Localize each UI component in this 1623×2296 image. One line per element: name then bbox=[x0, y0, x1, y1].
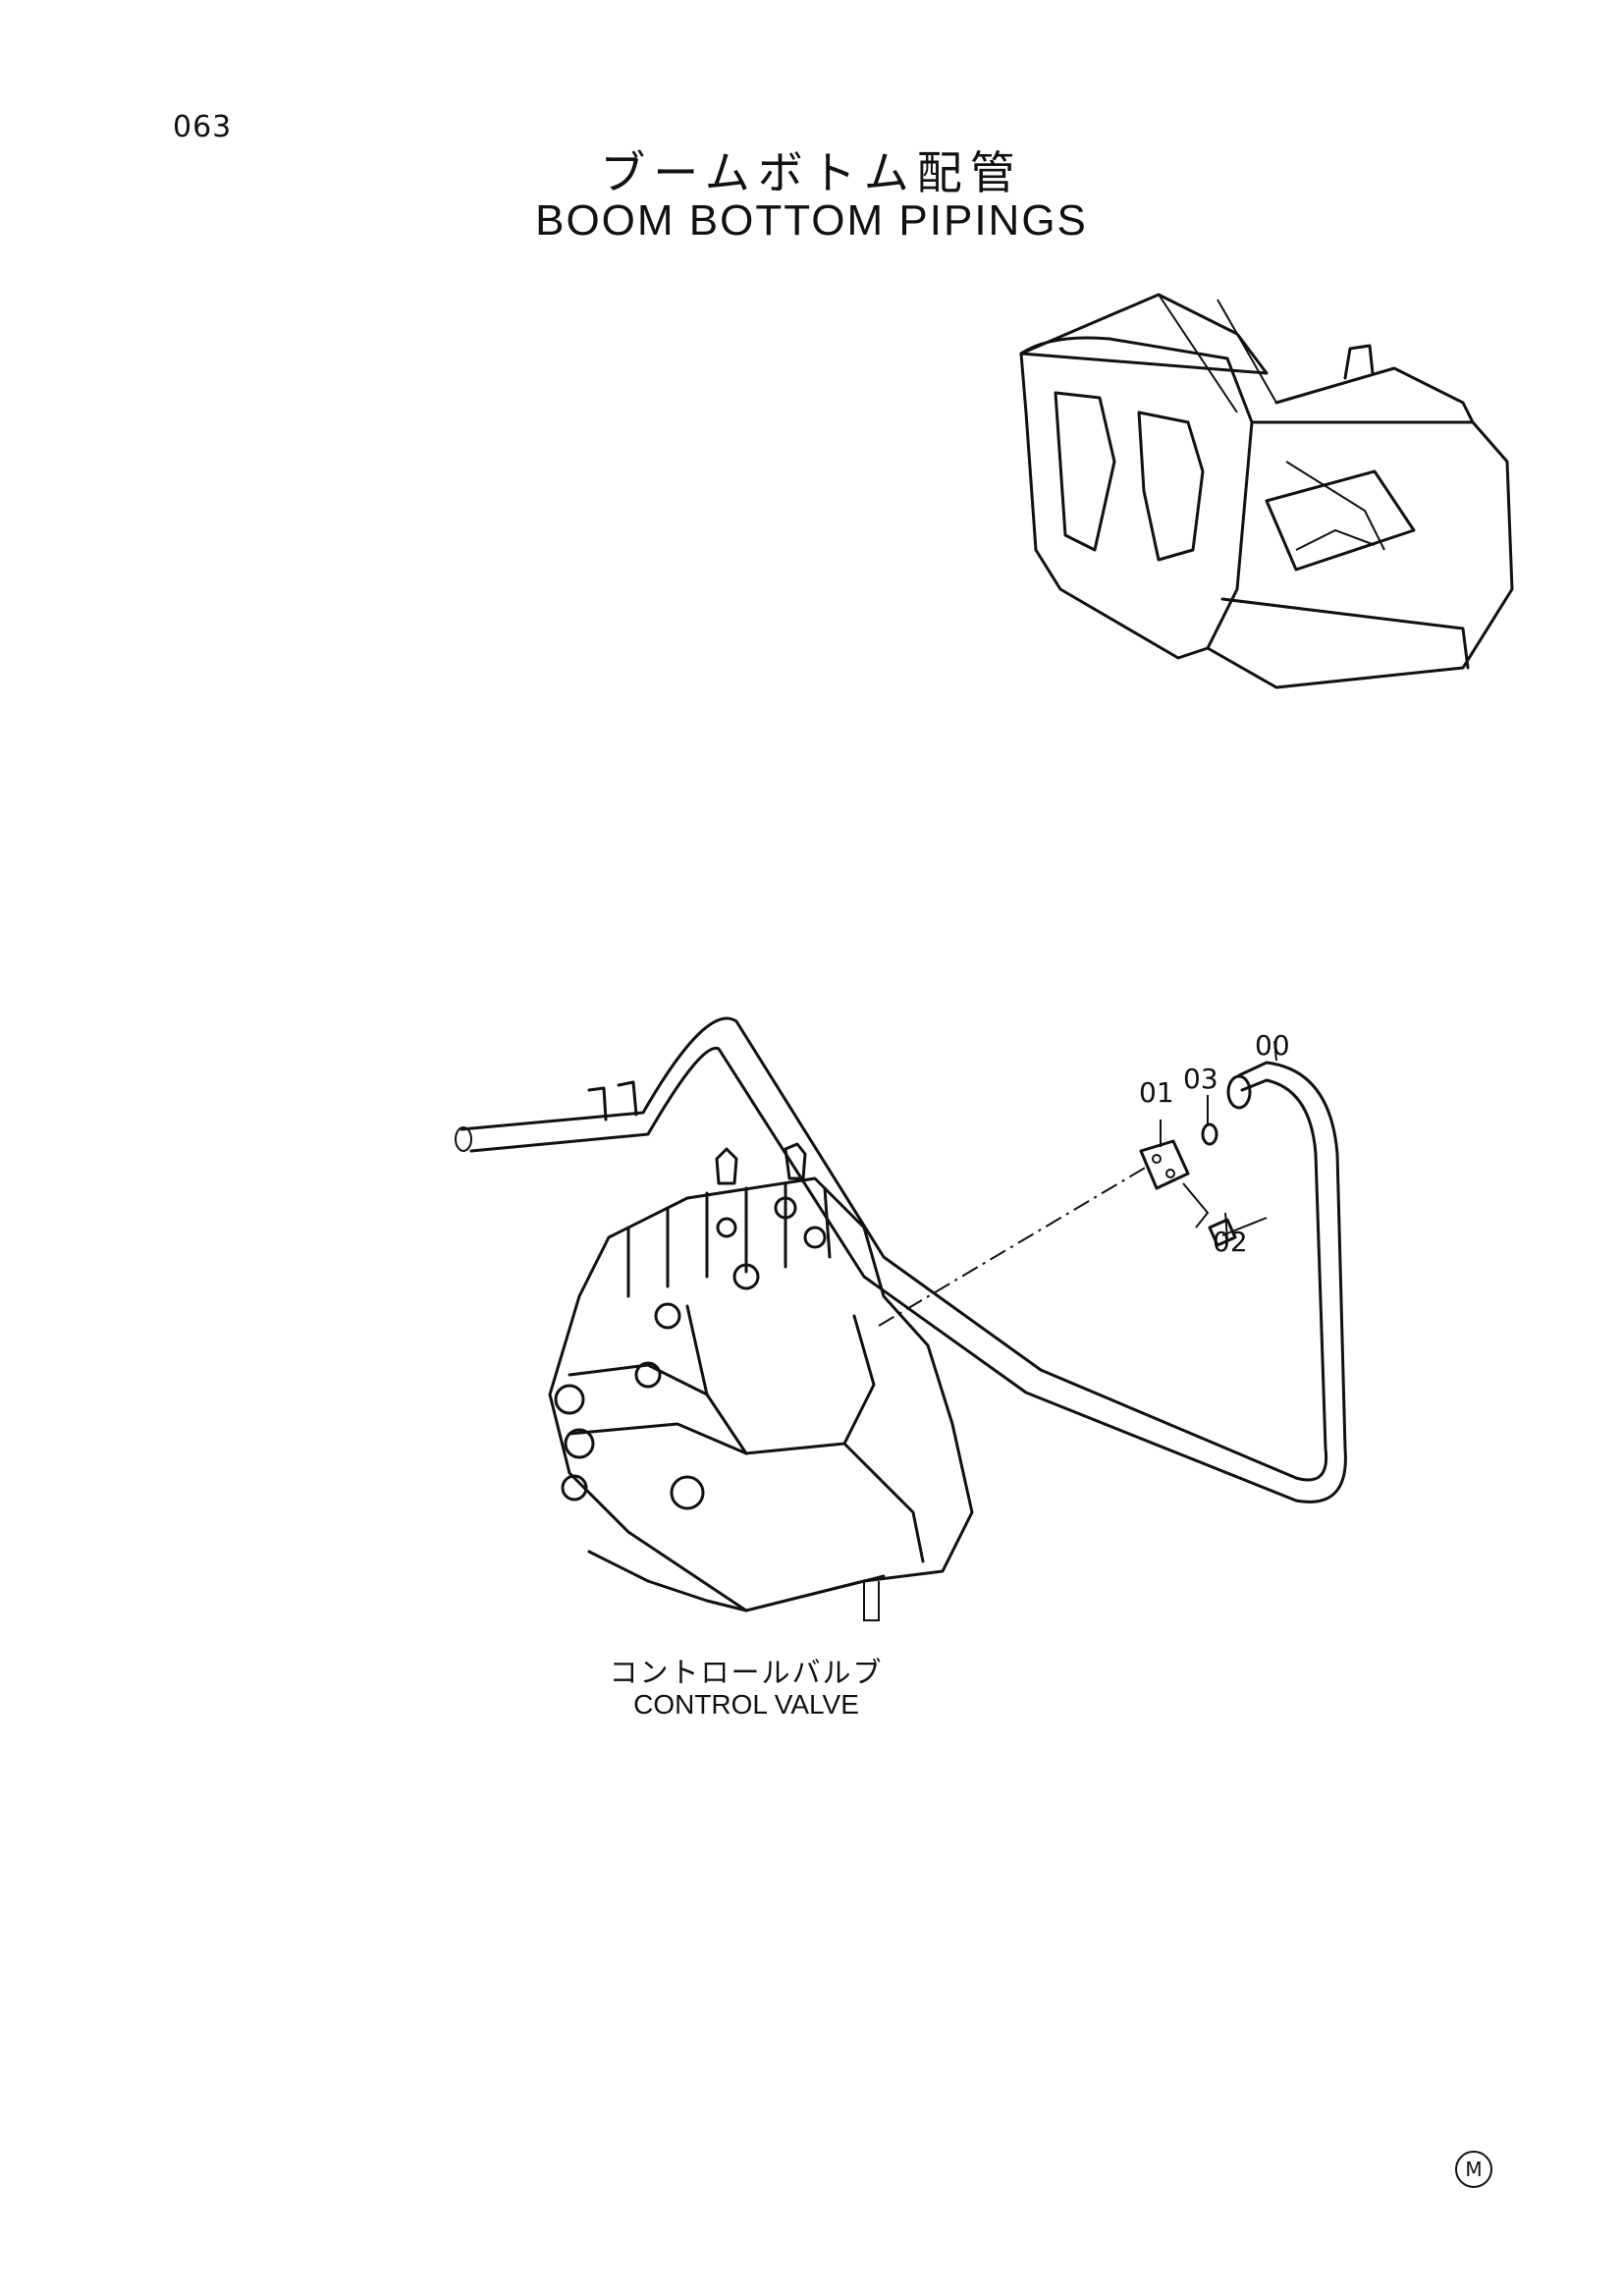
caption-japanese: コントロールバルブ bbox=[609, 1656, 884, 1689]
callout-00: 00 bbox=[1255, 1029, 1290, 1062]
callout-02: 02 bbox=[1213, 1226, 1248, 1258]
callout-03: 03 bbox=[1183, 1063, 1218, 1095]
control-valve bbox=[548, 1142, 974, 1621]
flange-fittings bbox=[878, 1040, 1277, 1327]
callout-01: 01 bbox=[1139, 1076, 1174, 1109]
caption-english: CONTROL VALVE bbox=[633, 1689, 859, 1720]
corner-mark: M bbox=[1455, 2151, 1492, 2188]
excavator-overview bbox=[1019, 293, 1514, 689]
boom-bottom-pipe bbox=[455, 1016, 1347, 1503]
title-english: BOOM BOTTOM PIPINGS bbox=[535, 196, 1088, 245]
title-japanese: ブームボトム配管 bbox=[600, 146, 1023, 199]
page-number: 063 bbox=[173, 110, 233, 144]
